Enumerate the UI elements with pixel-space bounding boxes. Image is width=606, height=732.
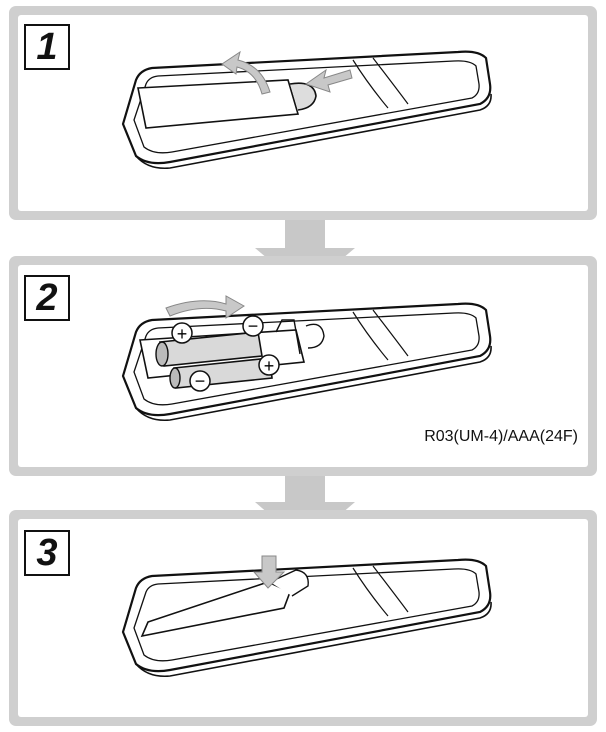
battery-lid xyxy=(137,79,300,129)
push-tab-arrow xyxy=(304,68,353,93)
batteries xyxy=(155,331,273,389)
lift-lid-arrow xyxy=(221,50,271,95)
step-2-panel xyxy=(9,256,597,476)
polarity-markers: + − − + xyxy=(171,315,280,392)
plus-marker-top: + xyxy=(177,324,188,344)
step-3-panel xyxy=(9,510,597,726)
minus-marker-bottom: − xyxy=(195,371,206,391)
insert-batteries-arrow xyxy=(165,295,245,319)
down-arrow-2-to-3 xyxy=(255,470,355,545)
close-lid-arrow xyxy=(252,555,286,589)
step-2-number: 2 xyxy=(24,275,70,321)
minus-marker-top: − xyxy=(248,316,259,336)
step-3-remote xyxy=(121,558,493,678)
step-1-number: 1 xyxy=(24,24,70,70)
down-arrow-1-to-2 xyxy=(255,218,355,290)
step-3-number: 3 xyxy=(24,530,70,576)
plus-marker-bottom: + xyxy=(264,356,275,376)
step-1-remote xyxy=(121,50,493,170)
battery-type-caption: R03(UM-4)/AAA(24F) xyxy=(424,428,578,445)
